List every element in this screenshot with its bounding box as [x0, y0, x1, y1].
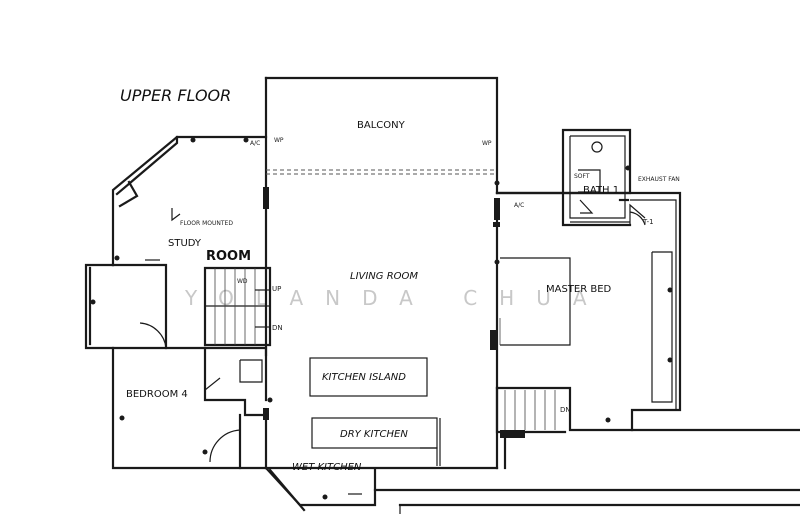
- wp-balcony-label: WP: [482, 140, 492, 147]
- wet-kitchen-label: WET KITCHEN: [292, 462, 362, 473]
- soft-note: SOFT: [574, 173, 590, 180]
- ac-master-label: A/C: [514, 202, 524, 209]
- floor-mounted-note: FLOOR MOUNTED: [180, 220, 233, 227]
- master-bed-label: MASTER BED: [546, 284, 612, 295]
- staircase: [203, 266, 567, 438]
- bath-label: BATH 1: [583, 185, 619, 196]
- kitchen-island-label: KITCHEN ISLAND: [322, 372, 406, 383]
- t1-label: T-1: [642, 218, 654, 226]
- annotation-labels: FLOOR MOUNTED EXHAUST FAN SOFT UP DN DN …: [180, 137, 680, 414]
- stair-down-label-2: DN: [560, 406, 571, 414]
- floor-title: UPPER FLOOR: [120, 86, 231, 105]
- exhaust-fan-note: EXHAUST FAN: [638, 176, 680, 183]
- electrical-symbols: [90, 137, 673, 500]
- stair-down-label: DN: [272, 324, 283, 332]
- ac-study-label: A/C: [250, 140, 260, 147]
- stair-up-label: UP: [272, 285, 281, 293]
- interior-walls: [139, 187, 646, 470]
- room-label: ROOM: [206, 249, 251, 264]
- study-label: STUDY: [168, 238, 202, 249]
- wd-label: WD: [237, 278, 248, 285]
- living-room-label: LIVING ROOM: [350, 271, 418, 282]
- room-labels: BALCONY LIVING ROOM STUDY ROOM MASTER BE…: [126, 120, 619, 473]
- dry-kitchen-label: DRY KITCHEN: [340, 429, 408, 440]
- bedroom4-label: BEDROOM 4: [126, 389, 188, 400]
- exterior-walls: [84, 76, 800, 514]
- wp-study-label: WP: [274, 137, 284, 144]
- balcony-label: BALCONY: [357, 120, 406, 131]
